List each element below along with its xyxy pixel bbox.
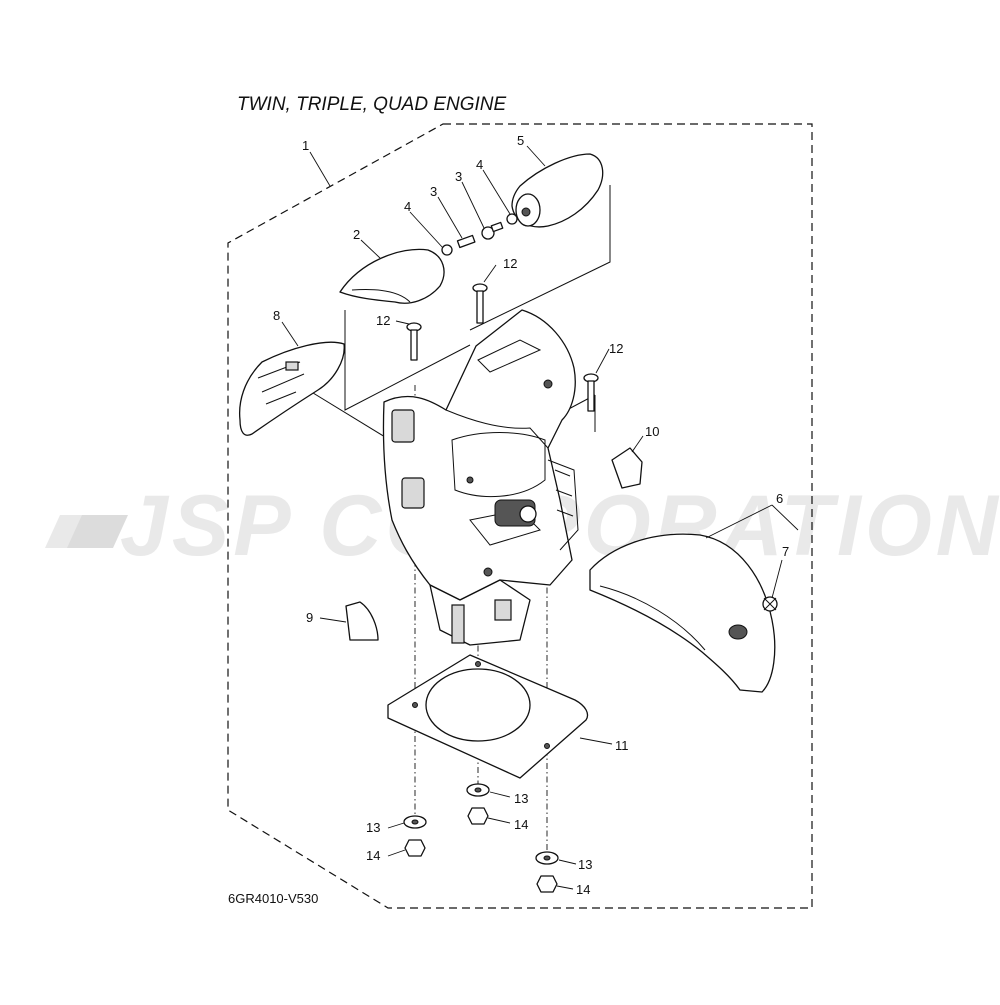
- callout-12: 12: [503, 256, 517, 271]
- part-8-side-panel: [238, 341, 345, 436]
- callout-12: 12: [376, 313, 390, 328]
- callout-14: 14: [514, 817, 528, 832]
- drawing-code: 6GR4010-V530: [228, 891, 318, 906]
- main-console-body: [382, 309, 579, 646]
- part-10-side-cover: [611, 447, 643, 489]
- screws-and-washers: [441, 213, 518, 256]
- callout-14: 14: [366, 848, 380, 863]
- leader-lines: [281, 145, 799, 890]
- callout-9: 9: [306, 610, 313, 625]
- part-6-front-cover: [589, 533, 776, 693]
- callout-1: 1: [302, 138, 309, 153]
- callout-8: 8: [273, 308, 280, 323]
- callout-10: 10: [645, 424, 659, 439]
- callout-3: 3: [455, 169, 462, 184]
- diagram-title: TWIN, TRIPLE, QUAD ENGINE: [237, 94, 507, 115]
- part-9-small-cover: [345, 601, 379, 641]
- callout-12: 12: [609, 341, 623, 356]
- part-7-clip: [762, 596, 778, 612]
- callout-14: 14: [576, 882, 590, 897]
- callout-7: 7: [782, 544, 789, 559]
- callout-13: 13: [366, 820, 380, 835]
- callouts: 1 2 3 3 4 4 5 6 7 8 9 10 11 12 12 12 13 …: [273, 133, 789, 897]
- assembly-boundary: [227, 123, 813, 909]
- callout-13: 13: [514, 791, 528, 806]
- washers-and-nuts: [403, 783, 559, 893]
- callout-4: 4: [476, 157, 483, 172]
- callout-13: 13: [578, 857, 592, 872]
- callout-2: 2: [353, 227, 360, 242]
- callout-6: 6: [776, 491, 783, 506]
- part-11-gasket-plate: [387, 654, 589, 779]
- callout-3: 3: [430, 184, 437, 199]
- callout-4: 4: [404, 199, 411, 214]
- part-2-grip-cover: [339, 248, 445, 304]
- screws-12: [406, 283, 599, 412]
- callout-11: 11: [615, 738, 629, 753]
- callout-5: 5: [517, 133, 524, 148]
- part-5-grip-end: [511, 153, 604, 228]
